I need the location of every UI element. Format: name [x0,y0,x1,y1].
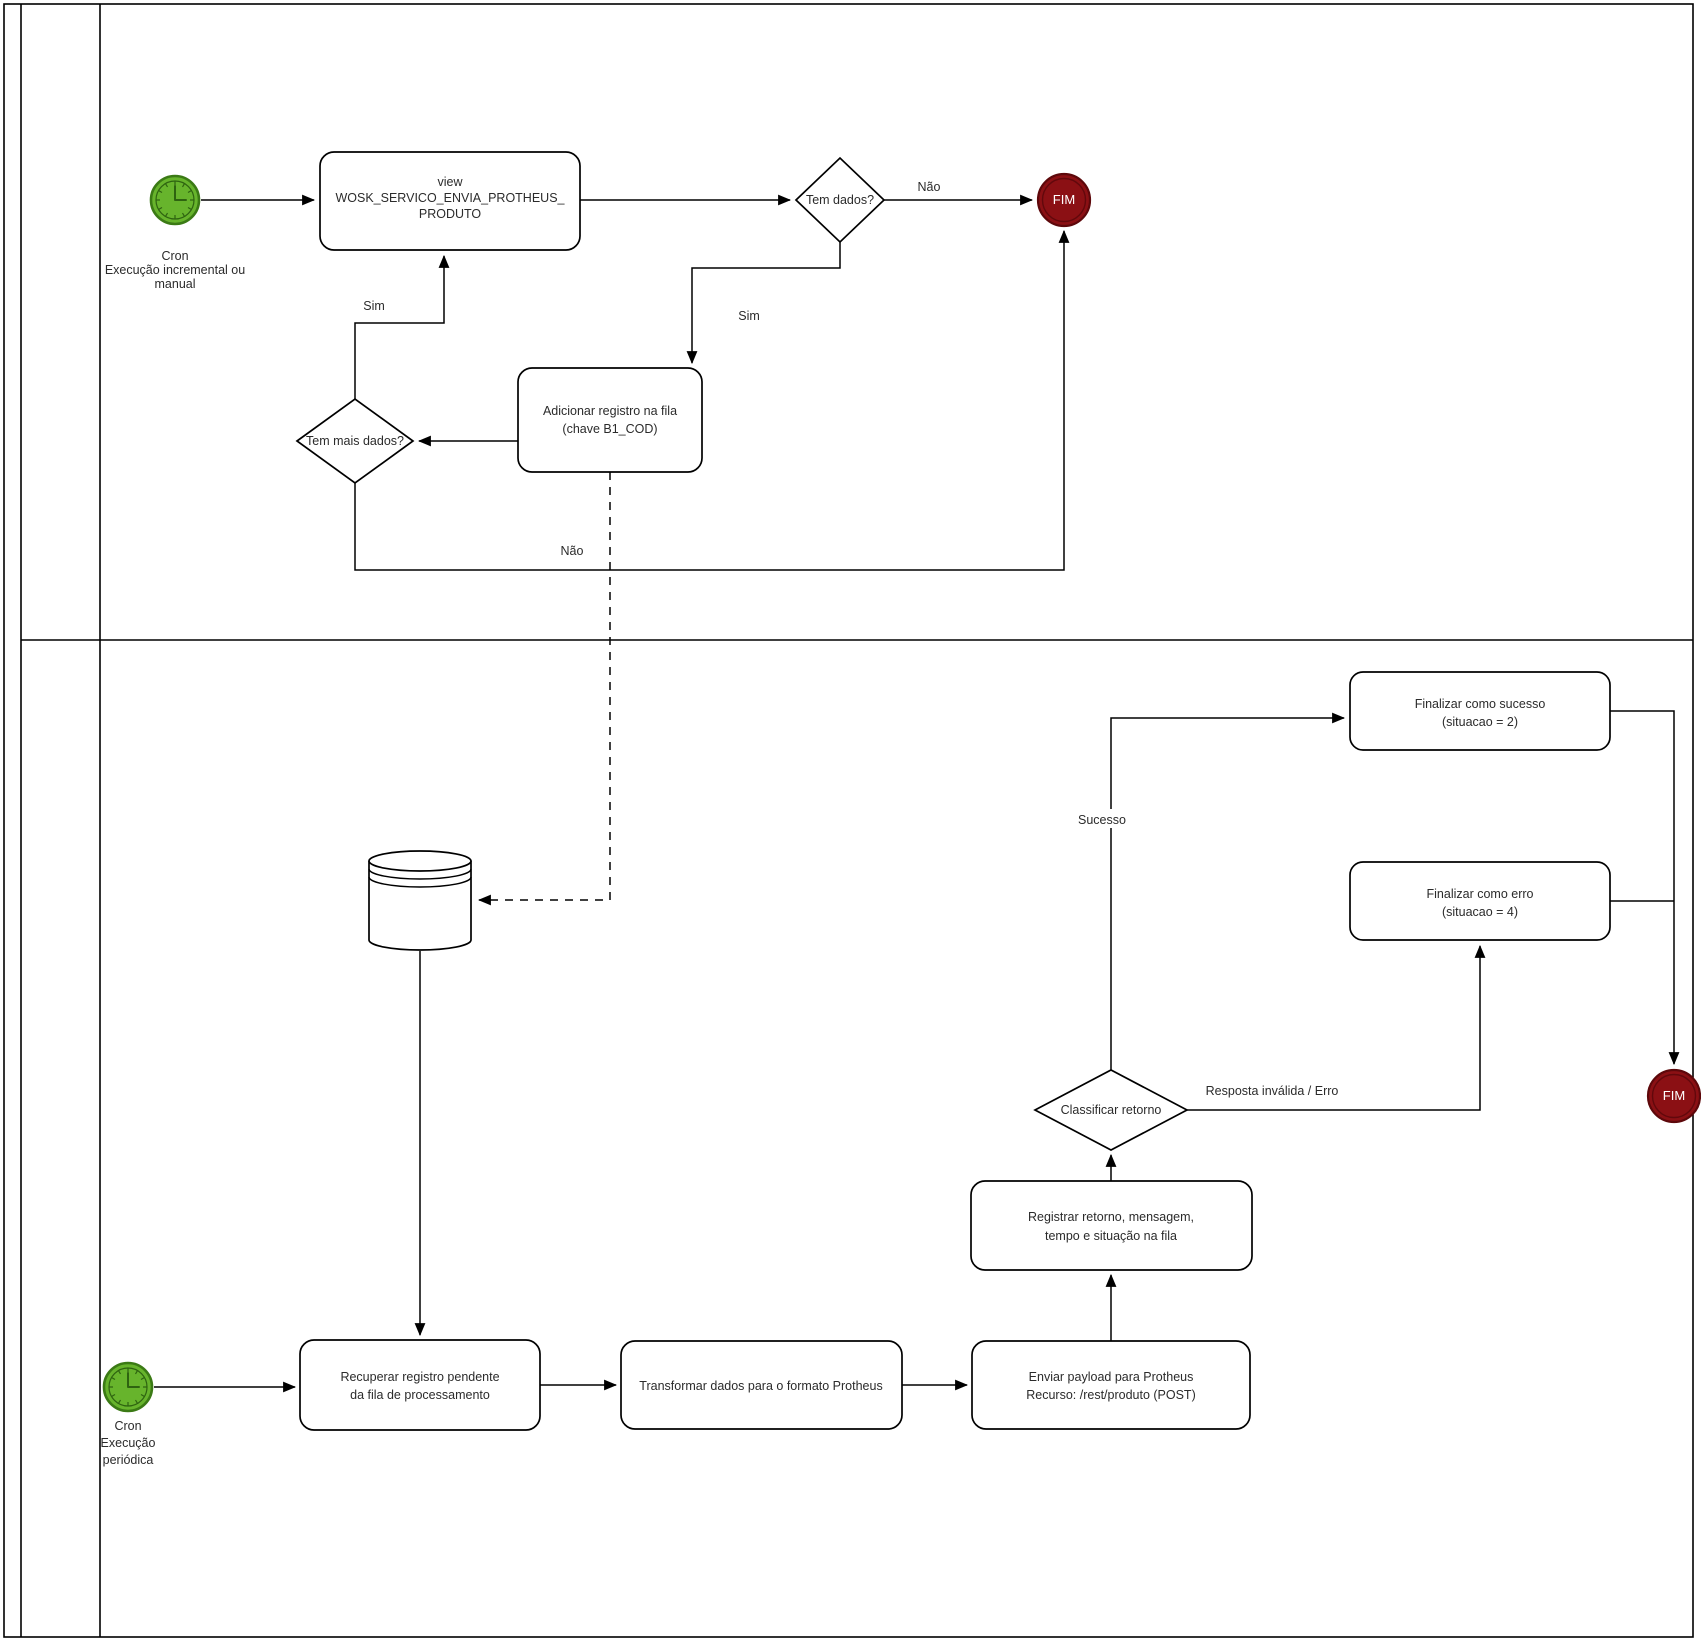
label-nao-top: Não [918,180,941,194]
label-sim-temdados: Sim [738,309,760,323]
adicionar-registro-box [517,367,703,473]
adicionar-line-1: Adicionar registro na fila [543,404,677,418]
finalizar-sucesso-box [1349,671,1611,751]
database-icon-body [368,861,472,951]
enviar-line-2: Recurso: /rest/produto (POST) [1026,1388,1196,1402]
node-transformar-dados: Transformar dados para o formato Protheu… [620,1340,903,1430]
flow-temdados-sim-to-adicionar [686,242,841,365]
label-sucesso-bg [1072,809,1134,828]
edge-labels: Não Sim Sim Não Sucesso Resposta inválid… [363,180,1338,1098]
flow-classificar-sucesso [1110,712,1346,1070]
tem-mais-dados-diamond [295,397,415,485]
finalizar-erro-box [1349,861,1611,941]
fim-top-label: FIM [1053,192,1075,207]
label-sim-loop: Sim [363,299,385,313]
node-cron-start-top: Cron Execução incremental ou manual [105,174,245,291]
cron-top-caption-2: Execução incremental ou [105,263,245,277]
timer-start-icon-2 [102,1361,154,1413]
registrar-line-2: tempo e situação na fila [1045,1229,1177,1243]
adicionar-line-2: (chave B1_COD) [562,422,657,436]
edges-top-lane [201,194,1070,906]
registrar-retorno-box [970,1180,1253,1271]
transformar-line-1: Transformar dados para o formato Protheu… [639,1379,882,1393]
cron-top-caption-1: Cron [161,249,188,263]
classificar-retorno-label: Classificar retorno [1061,1103,1162,1117]
transformar-dados-box [620,1340,903,1430]
node-adicionar-registro: Adicionar registro na fila (chave B1_COD… [517,367,703,473]
registrar-line-1: Registrar retorno, mensagem, [1028,1210,1194,1224]
database-icon-disc-line-1 [368,868,472,880]
tem-dados-label: Tem dados? [806,193,874,207]
classificar-retorno-diamond [1033,1069,1189,1151]
node-queue-database [368,850,472,951]
node-tem-mais-dados: Tem mais dados? [295,397,415,485]
node-fim-top: FIM [1036,172,1092,228]
recuperar-line-2: da fila de processamento [350,1388,490,1402]
finalizar-sucesso-line-2: (situacao = 2) [1442,715,1518,729]
label-nao-loop: Não [561,544,584,558]
view-produto-line-3: PRODUTO [419,207,482,221]
enviar-line-1: Enviar payload para Protheus [1029,1370,1194,1384]
view-produto-line-1: view [437,175,463,189]
recuperar-registro-box [299,1339,541,1431]
label-resposta-invalida: Resposta inválida / Erro [1206,1084,1339,1098]
cron-top-caption-3: manual [155,277,196,291]
node-view-produto: view WOSK_SERVICO_ENVIA_PROTHEUS_ PRODUT… [319,151,581,251]
node-finalizar-erro: Finalizar como erro (situacao = 4) [1349,861,1611,941]
flow-classificar-erro [1187,944,1486,1111]
database-icon-disc-line-2 [368,876,472,888]
cron-bottom-caption-2: Execução [101,1436,156,1450]
finalizar-sucesso-line-1: Finalizar como sucesso [1415,697,1546,711]
cron-bottom-caption-1: Cron [114,1419,141,1433]
node-recuperar-registro: Recuperar registro pendente da fila de p… [299,1339,541,1431]
node-finalizar-sucesso: Finalizar como sucesso (situacao = 2) [1349,671,1611,751]
flow-sucesso-to-fim [1610,710,1680,1066]
fim-bottom-label: FIM [1663,1088,1685,1103]
flow-adicionar-to-database-dashed [477,472,611,906]
view-produto-line-2: WOSK_SERVICO_ENVIA_PROTHEUS_ [335,191,565,205]
node-cron-start-bottom: Cron Execução periódica [101,1361,156,1467]
tem-mais-dados-label: Tem mais dados? [306,434,404,448]
enviar-payload-box [971,1340,1251,1430]
edges-bottom-lane [154,710,1680,1393]
finalizar-erro-line-2: (situacao = 4) [1442,905,1518,919]
recuperar-line-1: Recuperar registro pendente [340,1370,499,1384]
label-sucesso: Sucesso [1078,813,1126,827]
finalizar-erro-line-1: Finalizar como erro [1427,887,1534,901]
cron-bottom-caption-3: periódica [103,1453,154,1467]
node-enviar-payload: Enviar payload para Protheus Recurso: /r… [971,1340,1251,1430]
timer-start-icon [149,174,201,226]
view-produto-box [319,151,581,251]
node-registrar-retorno: Registrar retorno, mensagem, tempo e sit… [970,1180,1253,1271]
pool-frame [3,3,1694,1638]
database-icon-top [368,850,472,872]
node-fim-bottom: FIM [1646,1068,1701,1124]
pool-border [3,3,1694,1638]
flow-temmais-sim-to-view [354,254,450,399]
node-tem-dados: Tem dados? [794,156,886,244]
flow-temmais-nao-to-fim [354,229,1070,571]
node-classificar-retorno: Classificar retorno [1033,1069,1189,1151]
tem-dados-diamond [794,156,886,244]
